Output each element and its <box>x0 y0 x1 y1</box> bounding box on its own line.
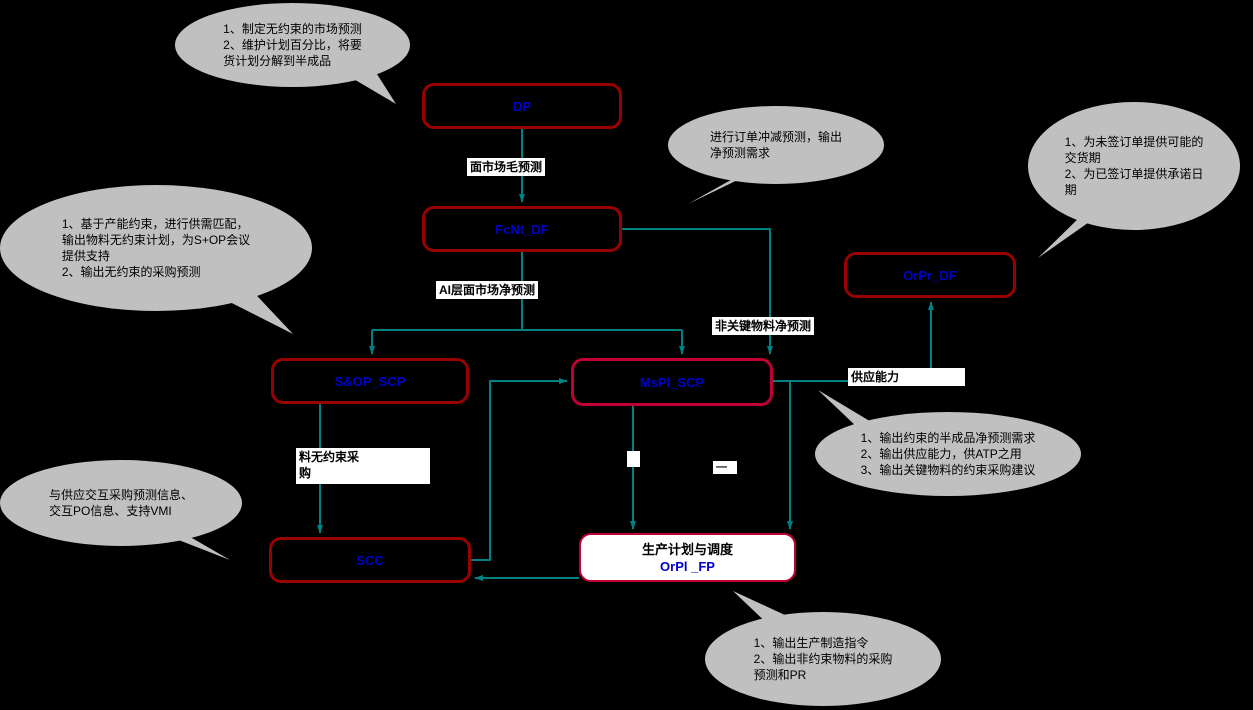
node-sop-scp: S&OP_SCP <box>271 358 469 404</box>
callout-dp-note-text: 1、制定无约束的市场预测 2、维护计划百分比，将要 货计划分解到半成品 <box>223 22 362 68</box>
callout-orpr-note: 1、为未签订单提供可能的 交货期 2、为已签订单提供承诺日 期 <box>1028 102 1240 230</box>
node-fcnt-df: FcNt_DF <box>422 206 622 252</box>
edge-label-supply-capacity: 供应能力 <box>848 368 965 386</box>
node-dp: DP <box>422 83 622 129</box>
node-fcnt-df-label: FcNt_DF <box>495 221 549 237</box>
node-orpr-df: OrPr_DF <box>844 252 1016 298</box>
edge-fcnt-mspl-right <box>622 228 773 355</box>
callout-scc-note-text: 与供应交互采购预测信息、 交互PO信息、支持VMI <box>48 488 193 518</box>
node-scc-label: SCC <box>356 552 384 568</box>
callout-sop-note-text: 1、基于产能约束，进行供需匹配， 输出物料无约束计划，为S+OP会议 提供支持 … <box>61 217 251 279</box>
node-dp-label: DP <box>512 98 532 114</box>
callout-sop-note: 1、基于产能约束，进行供需匹配， 输出物料无约束计划，为S+OP会议 提供支持 … <box>0 185 312 311</box>
callout-fcnt-note-text: 进行订单冲减预测，输出 净预测需求 <box>709 130 842 160</box>
callout-mspl-note-text: 1、输出约束的半成品净预测需求 2、输出供应能力，供ATP之用 3、输出关键物料… <box>860 431 1036 477</box>
label-fragment <box>627 451 640 467</box>
callout-scc-note: 与供应交互采购预测信息、 交互PO信息、支持VMI <box>0 460 242 546</box>
callout-orpl-note: 1、输出生产制造指令 2、输出非约束物料的采购 预测和PR <box>705 612 941 706</box>
edge-scc-mspl <box>471 378 568 561</box>
callout-orpr-note-text: 1、为未签订单提供可能的 交货期 2、为已签订单提供承诺日 期 <box>1064 135 1204 197</box>
callout-orpl-note-text: 1、输出生产制造指令 2、输出非约束物料的采购 预测和PR <box>753 636 893 682</box>
edge-label-material-unconstrained-purchase: 料无约束采 购 <box>296 448 430 484</box>
node-orpl-fp-title: 生产计划与调度 <box>641 541 733 557</box>
callout-dp-note: 1、制定无约束的市场预测 2、维护计划百分比，将要 货计划分解到半成品 <box>175 3 410 87</box>
node-scc: SCC <box>269 537 471 583</box>
node-orpr-df-label: OrPr_DF <box>903 267 957 283</box>
callout-fcnt-note: 进行订单冲减预测，输出 净预测需求 <box>668 106 884 184</box>
edge-label-market-net-forecast: AI层面市场净预测 <box>436 281 539 299</box>
node-mspl-scp: MsPl_SCP <box>571 358 773 406</box>
node-mspl-scp-label: MsPl_SCP <box>639 374 705 390</box>
node-sop-scp-label: S&OP_SCP <box>334 373 406 389</box>
callout-mspl-note: 1、输出约束的半成品净预测需求 2、输出供应能力，供ATP之用 3、输出关键物料… <box>815 412 1081 496</box>
edge-label-market-gross-forecast: 面市场毛预测 <box>467 158 546 176</box>
edge-label-noncritical-material-net-forecast: 非关键物料净预测 <box>712 317 815 335</box>
node-orpl-fp: 生产计划与调度 OrPl _FP <box>579 533 796 582</box>
node-orpl-fp-label: OrPl _FP <box>660 558 715 574</box>
label-fragment-dash: — <box>713 461 737 474</box>
